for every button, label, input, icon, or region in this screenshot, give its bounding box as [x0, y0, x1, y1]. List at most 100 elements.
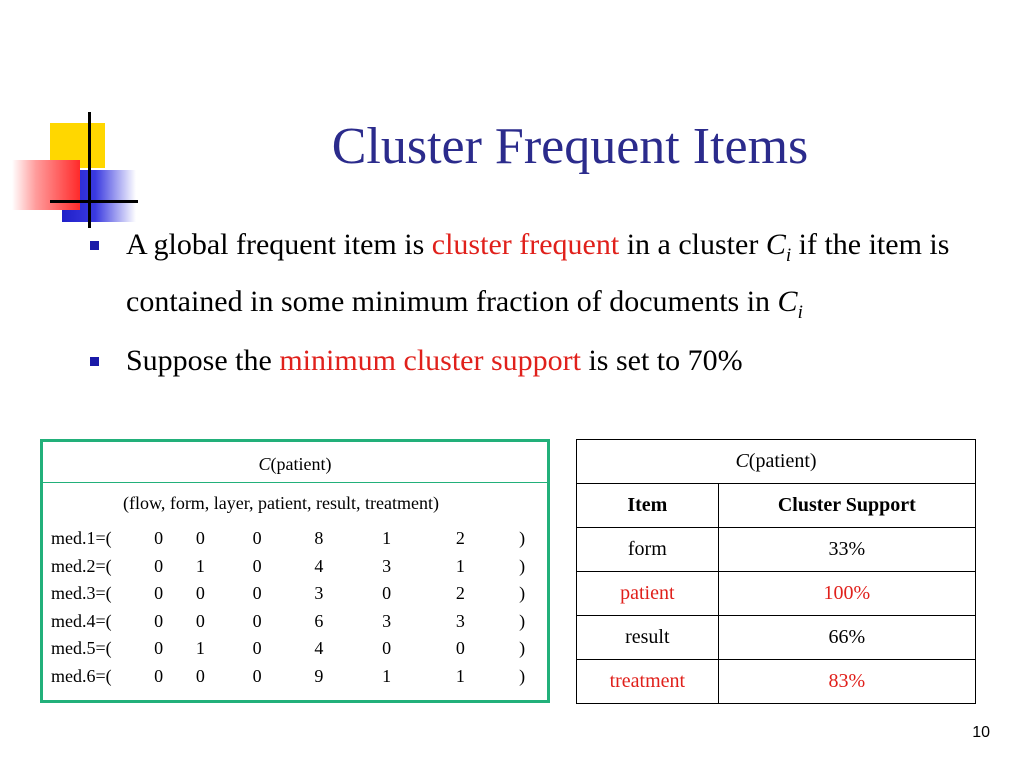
- matrix-row-label: med.1=(: [51, 528, 112, 548]
- matrix-cell: 1: [455, 665, 465, 686]
- bullet-list: A global frequent item is cluster freque…: [90, 222, 1000, 386]
- header-item: Item: [576, 483, 719, 528]
- matrix-cell: 1: [195, 638, 205, 658]
- vertical-line: [88, 112, 91, 228]
- matrix-attributes: (flow, form, layer, patient, result, tre…: [123, 493, 439, 513]
- matrix-cell: 6: [314, 610, 324, 631]
- matrix-row-label: med.2=(: [51, 555, 112, 576]
- bullet-text: A global frequent item is: [126, 228, 432, 261]
- support-cell: 83%: [717, 659, 977, 704]
- matrix-row: med.2=( 0 1 0 4 3 1): [51, 553, 547, 581]
- matrix-cell: 0: [455, 638, 465, 658]
- matrix-cell: 0: [382, 638, 392, 658]
- matrix-cell: 3: [314, 583, 324, 603]
- matrix-caption: C(patient): [43, 442, 547, 483]
- bullet-item-2: Suppose the minimum cluster support is s…: [90, 338, 1000, 384]
- matrix-cell: 4: [314, 555, 324, 576]
- support-cell: 66%: [717, 615, 977, 660]
- matrix-row-end: ): [519, 638, 526, 658]
- matrix-row: med.6=( 0 0 0 9 1 1): [51, 663, 547, 691]
- bullet-icon: [90, 241, 99, 250]
- support-table-caption: C(patient): [576, 439, 976, 484]
- matrix-row-label: med.3=(: [51, 583, 112, 603]
- matrix-cell: 0: [252, 610, 262, 631]
- matrix-cell: 0: [252, 555, 262, 576]
- matrix-cell: 1: [195, 555, 205, 576]
- matrix-cell: 2: [455, 528, 465, 548]
- item-cell: form: [576, 527, 719, 572]
- matrix-cell: 9: [314, 665, 324, 686]
- matrix-caption-text: (patient): [270, 454, 332, 474]
- term-cluster-frequent: cluster frequent: [431, 228, 620, 261]
- matrix-cell: 0: [195, 528, 205, 548]
- matrix-cell: 8: [314, 528, 324, 548]
- subscript-i: i: [785, 245, 792, 266]
- matrix-row: med.3=( 0 0 0 3 0 2): [51, 580, 547, 608]
- symbol-c: C: [777, 285, 798, 318]
- matrix-row-end: ): [519, 528, 526, 548]
- support-caption-text: (patient): [748, 450, 817, 472]
- matrix-row: med.5=( 0 1 0 4 0 0): [51, 635, 547, 663]
- decorative-logo: [0, 0, 160, 240]
- slide-title: Cluster Frequent Items: [331, 118, 809, 175]
- bullet-text: in a cluster: [619, 228, 766, 261]
- matrix-row-end: ): [519, 610, 526, 631]
- matrix-row-end: ): [519, 583, 526, 603]
- matrix-row: med.1=( 0 0 0 8 1 2): [51, 525, 547, 553]
- matrix-cell: 1: [382, 528, 392, 548]
- bullet-text: is set to 70%: [580, 344, 743, 377]
- matrix-cell: 1: [455, 555, 465, 576]
- matrix-cell: 0: [252, 638, 262, 658]
- matrix-cell: 0: [252, 583, 262, 603]
- item-cell: patient: [576, 571, 719, 616]
- symbol-c: C: [258, 454, 271, 474]
- matrix-cell: 3: [382, 610, 392, 631]
- matrix-row-label: med.5=(: [51, 638, 112, 658]
- subscript-i: i: [797, 302, 803, 323]
- bullet-icon: [90, 357, 99, 366]
- page-number: 10: [972, 724, 990, 741]
- item-cell: treatment: [576, 659, 719, 704]
- matrix-cell: 4: [314, 638, 324, 658]
- bullet-text: if the item is contained in some minimum…: [126, 228, 950, 318]
- matrix-rows: med.1=( 0 0 0 8 1 2) med.2=( 0 1 0 4 3 1) med.3=( 0 0 0 3 0…: [43, 525, 547, 690]
- item-cell: result: [576, 615, 719, 660]
- bullet-text: Suppose the: [126, 344, 280, 377]
- support-cell: 100%: [717, 571, 977, 616]
- matrix-cell: 0: [154, 555, 164, 576]
- header-cluster-support: Cluster Support: [717, 483, 977, 528]
- matrix-cell: 0: [195, 583, 205, 603]
- matrix-cell: 0: [382, 583, 392, 603]
- term-minimum-cluster-support: minimum cluster support: [279, 344, 581, 377]
- symbol-c: C: [735, 450, 749, 472]
- matrix-cell: 0: [154, 638, 164, 658]
- matrix-cell: 2: [455, 583, 465, 603]
- matrix-cell: 0: [154, 610, 164, 631]
- matrix-row-label: med.4=(: [51, 610, 112, 631]
- matrix-cell: 0: [195, 610, 205, 631]
- matrix-row-end: ): [519, 665, 526, 686]
- matrix-cell: 0: [195, 665, 205, 686]
- matrix-cell: 0: [252, 528, 262, 548]
- matrix-row-label: med.6=(: [51, 665, 112, 686]
- matrix-row: med.4=( 0 0 0 6 3 3): [51, 608, 547, 636]
- document-matrix-box: C(patient) (flow, form, layer, patient, …: [40, 439, 550, 703]
- matrix-cell: 0: [154, 528, 164, 548]
- matrix-cell: 1: [382, 665, 392, 686]
- matrix-row-end: ): [519, 555, 526, 576]
- matrix-cell: 0: [154, 665, 164, 686]
- matrix-cell: 0: [154, 583, 164, 603]
- symbol-c: C: [765, 228, 786, 261]
- support-cell: 33%: [717, 527, 977, 572]
- bullet-item-1: A global frequent item is cluster freque…: [90, 222, 1000, 336]
- matrix-cell: 3: [455, 610, 465, 631]
- horizontal-line: [50, 200, 138, 203]
- matrix-cell: 0: [252, 665, 262, 686]
- matrix-cell: 3: [382, 555, 392, 576]
